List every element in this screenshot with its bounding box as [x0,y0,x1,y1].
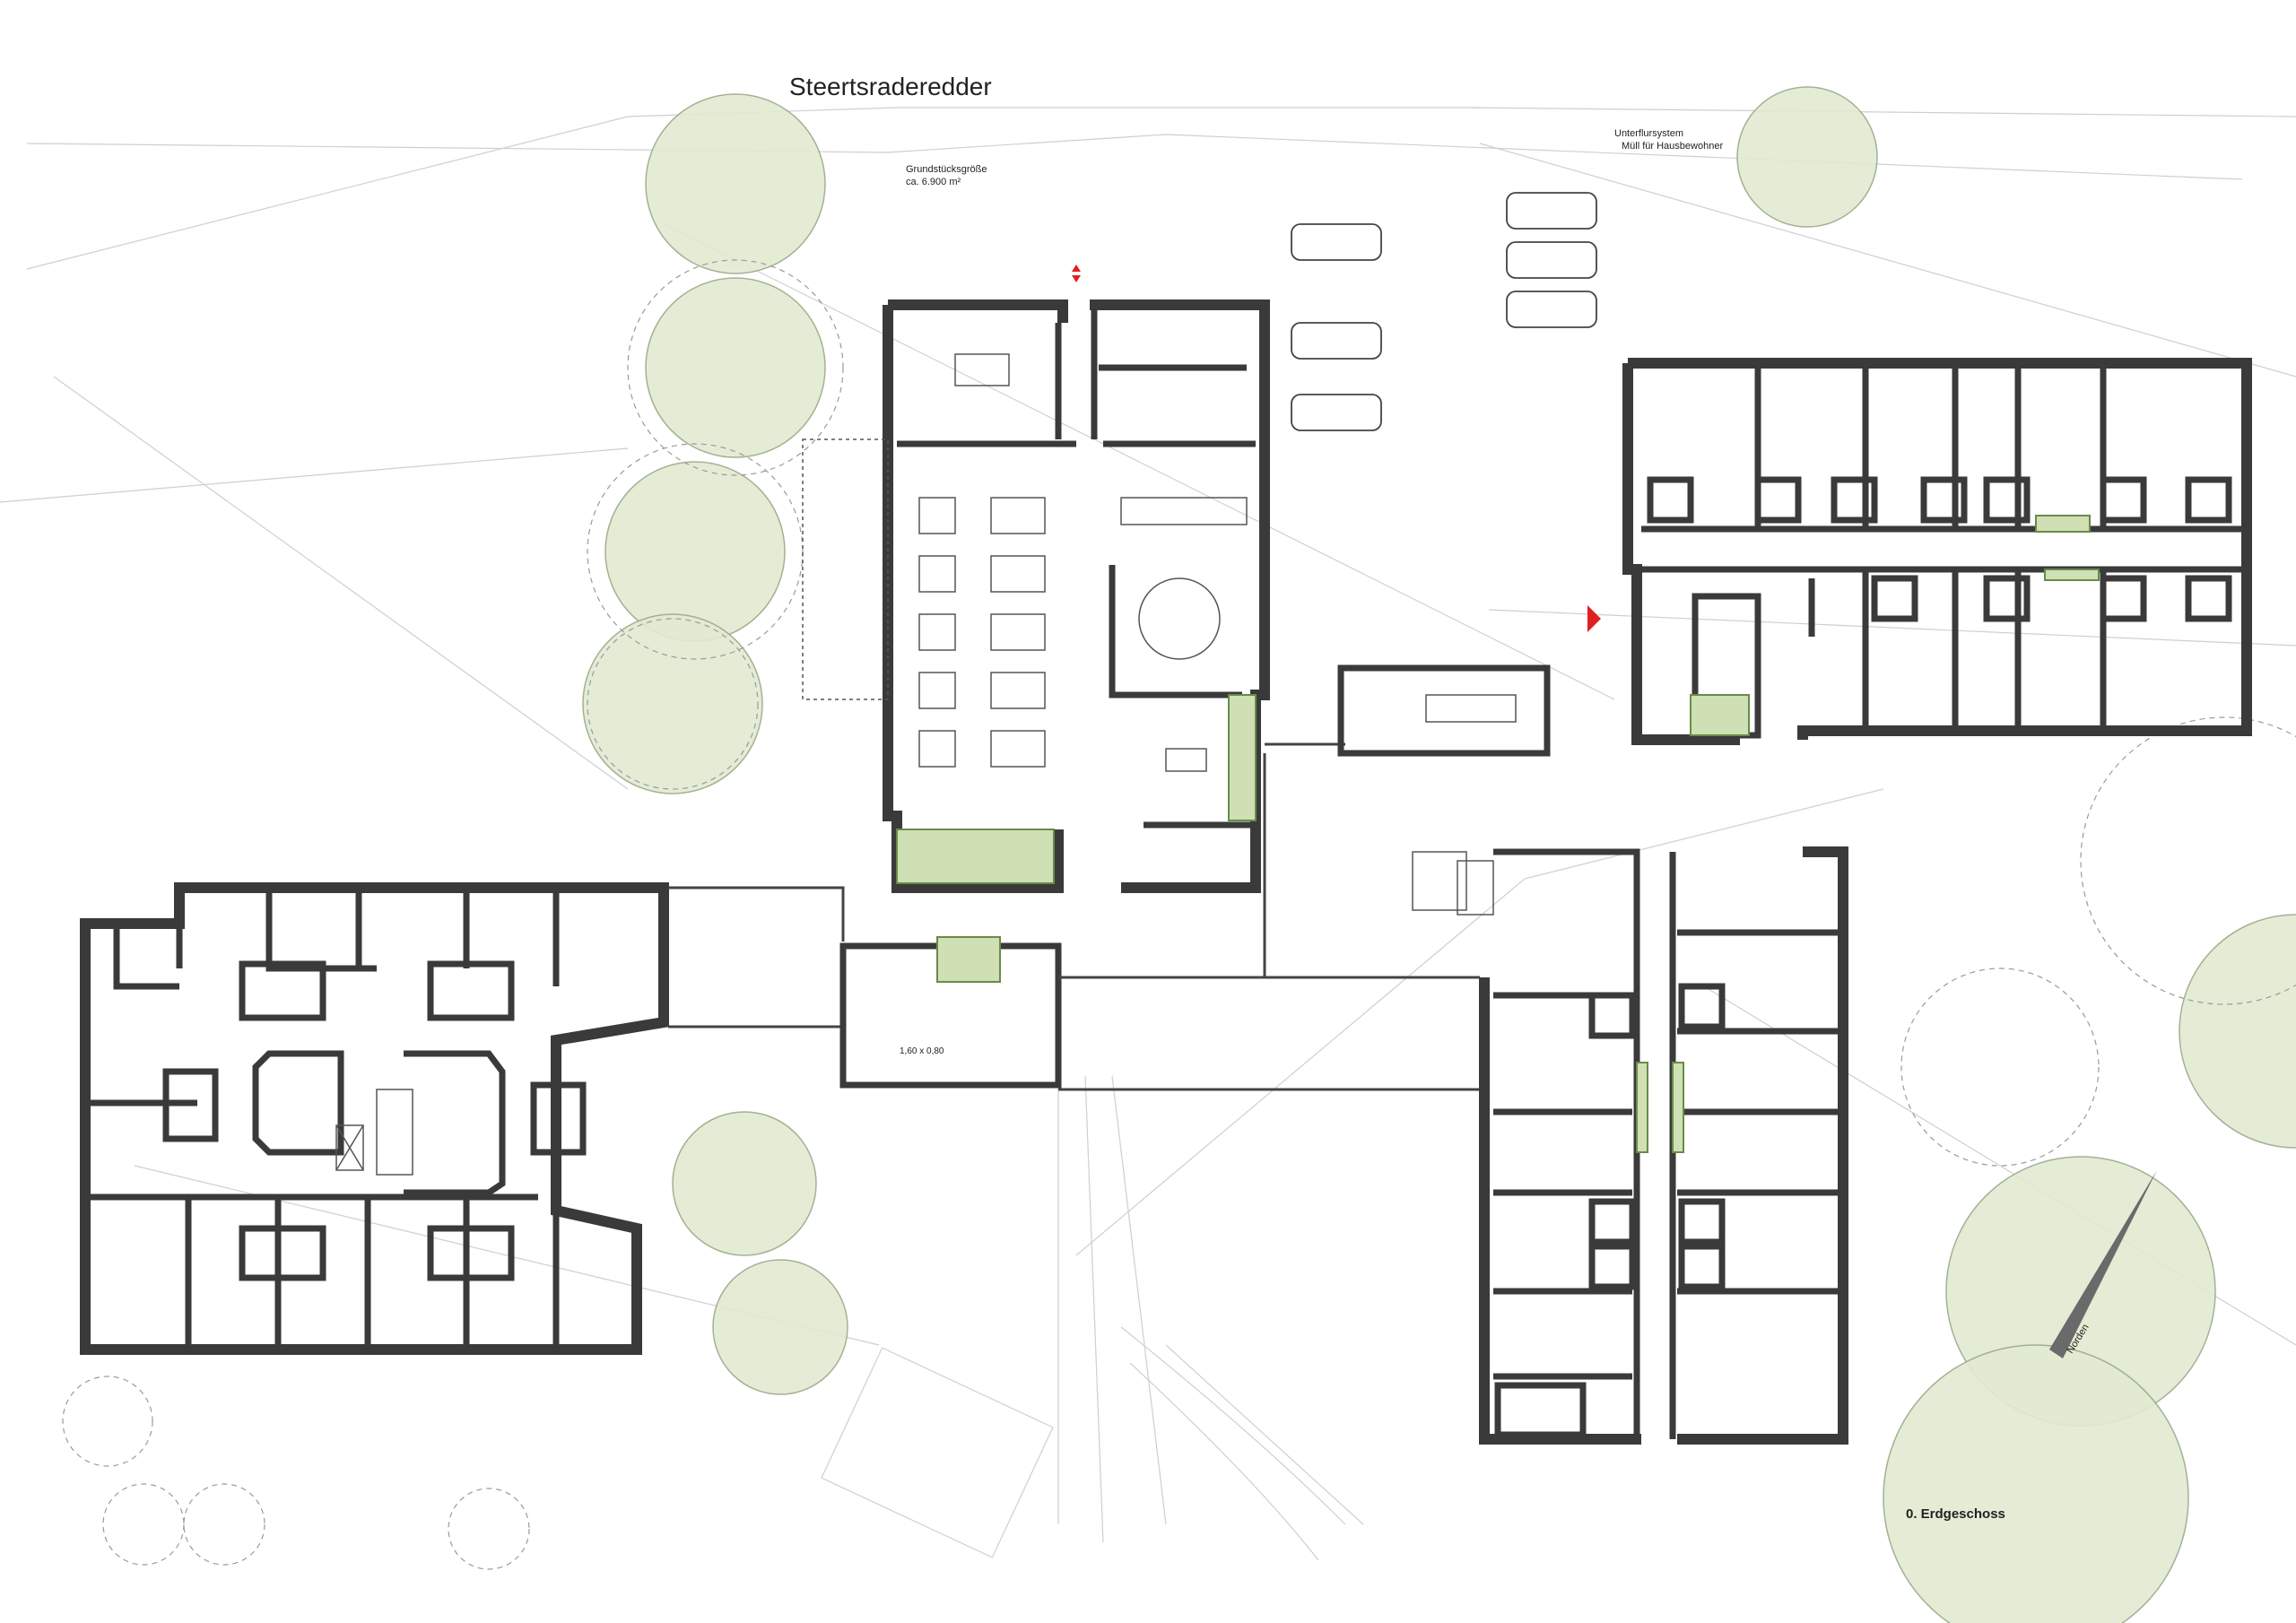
waste-line1: Unterflursystem [1614,128,1683,139]
lot-size-line1: Grundstücksgröße [906,164,987,175]
site-lines [0,107,2296,1561]
floor-title: 0. Erdgeschoss [1906,1506,2005,1522]
north-entry-marker [1072,265,1081,272]
trees [62,86,2296,1623]
dining-tables [918,497,1046,768]
dimension-label: 1,60 x 0,80 [900,1046,944,1056]
street-name: Steertsraderedder [789,73,992,100]
connector-corridors: 1,60 x 0,80 [668,664,1551,1091]
waste-line2: Müll für Hausbewohner [1622,141,1723,152]
existing-building-west [80,882,669,1355]
north-entry-marker-2 [1072,275,1081,282]
entrance-marker [1587,605,1601,632]
lot-size-line2: ca. 6.900 m² [906,177,961,187]
east-wing-south [1479,846,1848,1445]
east-wing-north [1622,358,2252,745]
central-building [802,299,1270,893]
parking-cars [1291,192,1597,431]
